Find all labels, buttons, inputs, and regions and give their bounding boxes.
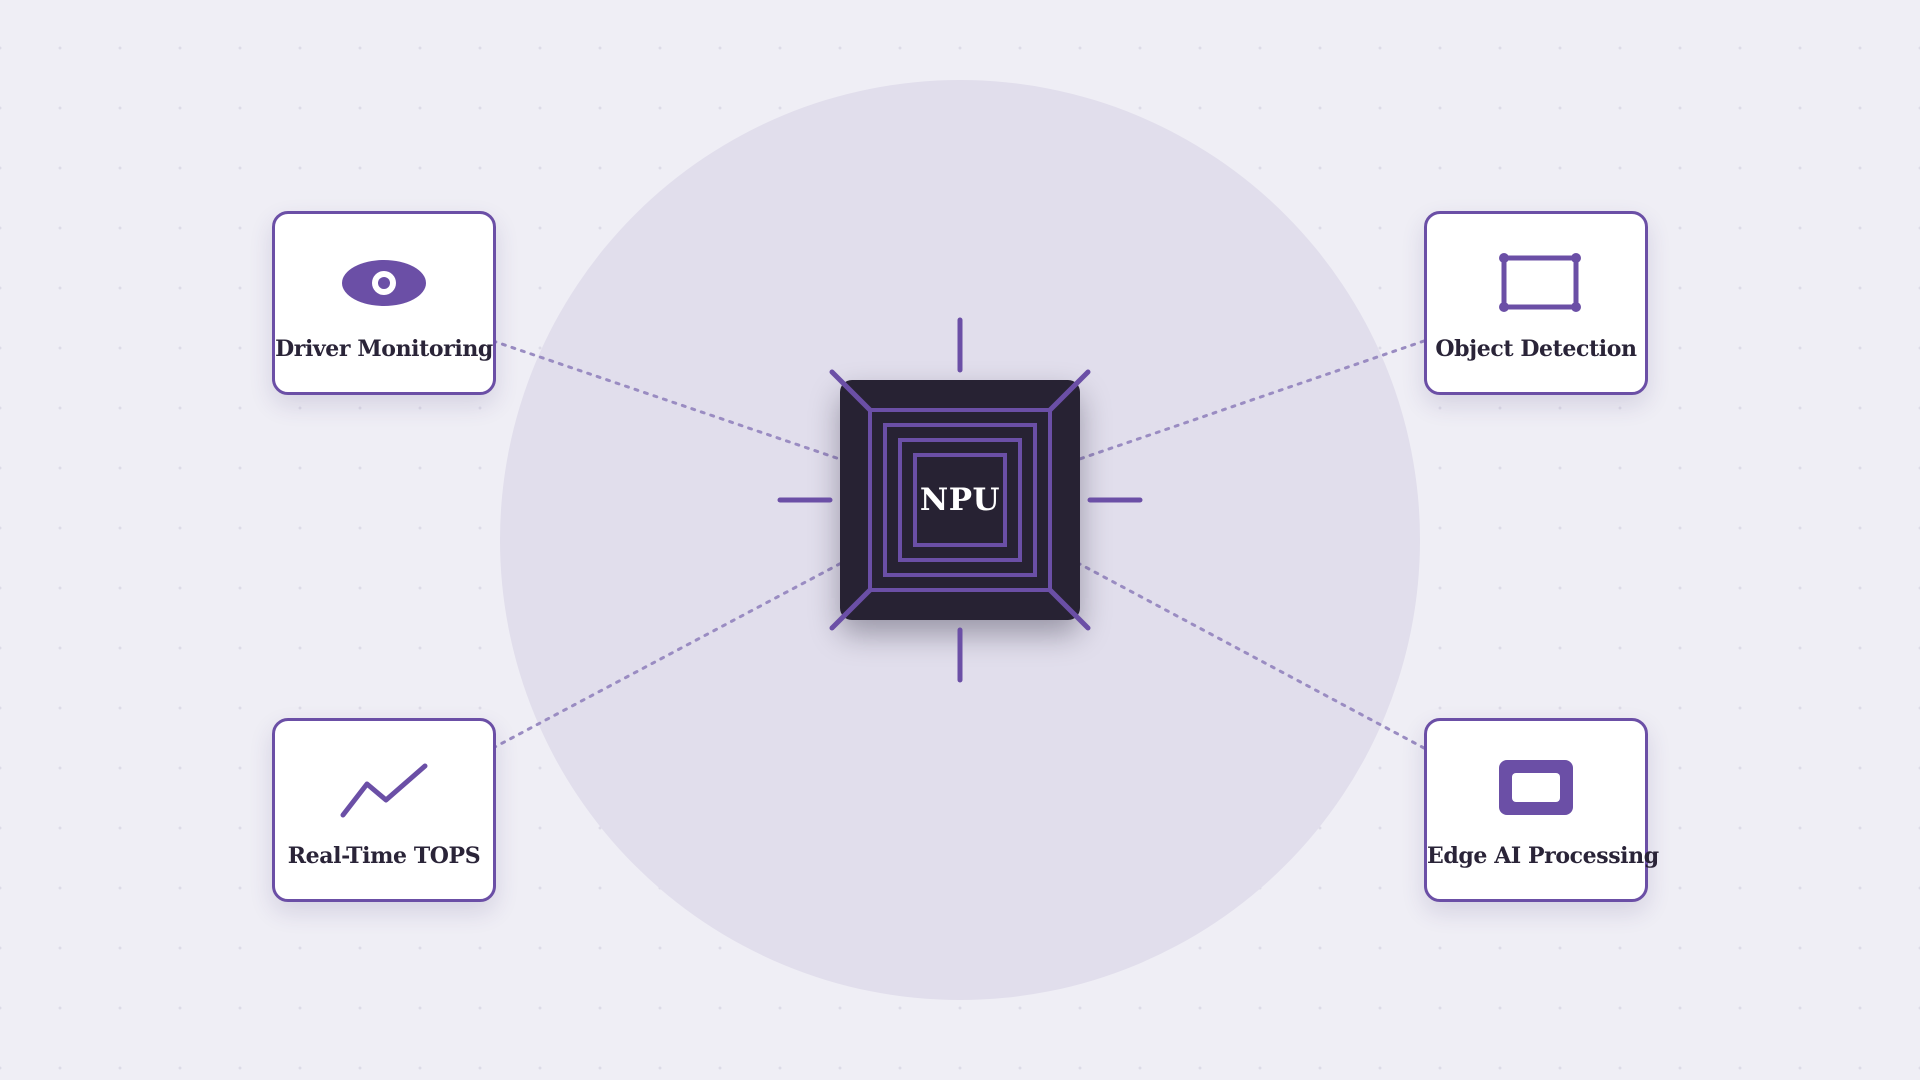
eye-icon — [342, 260, 426, 306]
trend-line-icon — [340, 763, 428, 818]
object-detection-card[interactable]: Object Detection — [1424, 211, 1648, 395]
real-time-tops-label: Real-Time TOPS — [287, 843, 481, 869]
edge-ai-processing-label: Edge AI Processing — [1427, 843, 1659, 869]
chip-ring-outer — [868, 408, 1052, 592]
connector-edge-ai-processing — [958, 498, 1426, 750]
chip-spoke-tl — [829, 369, 873, 413]
bounding-box-icon — [1499, 253, 1581, 312]
display-icon — [1499, 760, 1573, 815]
chip-spoke-br — [1047, 587, 1091, 631]
chip-spoke-bl — [829, 587, 873, 631]
npu-chip — [840, 380, 1080, 620]
edge-ai-processing-card[interactable]: Edge AI Processing — [1424, 718, 1659, 902]
chip-ring-inner — [913, 453, 1007, 547]
object-detection-label: Object Detection — [1435, 336, 1637, 362]
driver-monitoring-label: Driver Monitoring — [275, 336, 493, 362]
chip-spoke-tr — [1047, 369, 1091, 413]
chip-ring-2 — [883, 423, 1037, 577]
chip-ring-3 — [898, 438, 1022, 562]
real-time-tops-card[interactable]: Real-Time TOPS — [272, 718, 496, 902]
driver-monitoring-card[interactable]: Driver Monitoring — [272, 211, 496, 395]
chip-label: NPU — [919, 482, 1001, 518]
